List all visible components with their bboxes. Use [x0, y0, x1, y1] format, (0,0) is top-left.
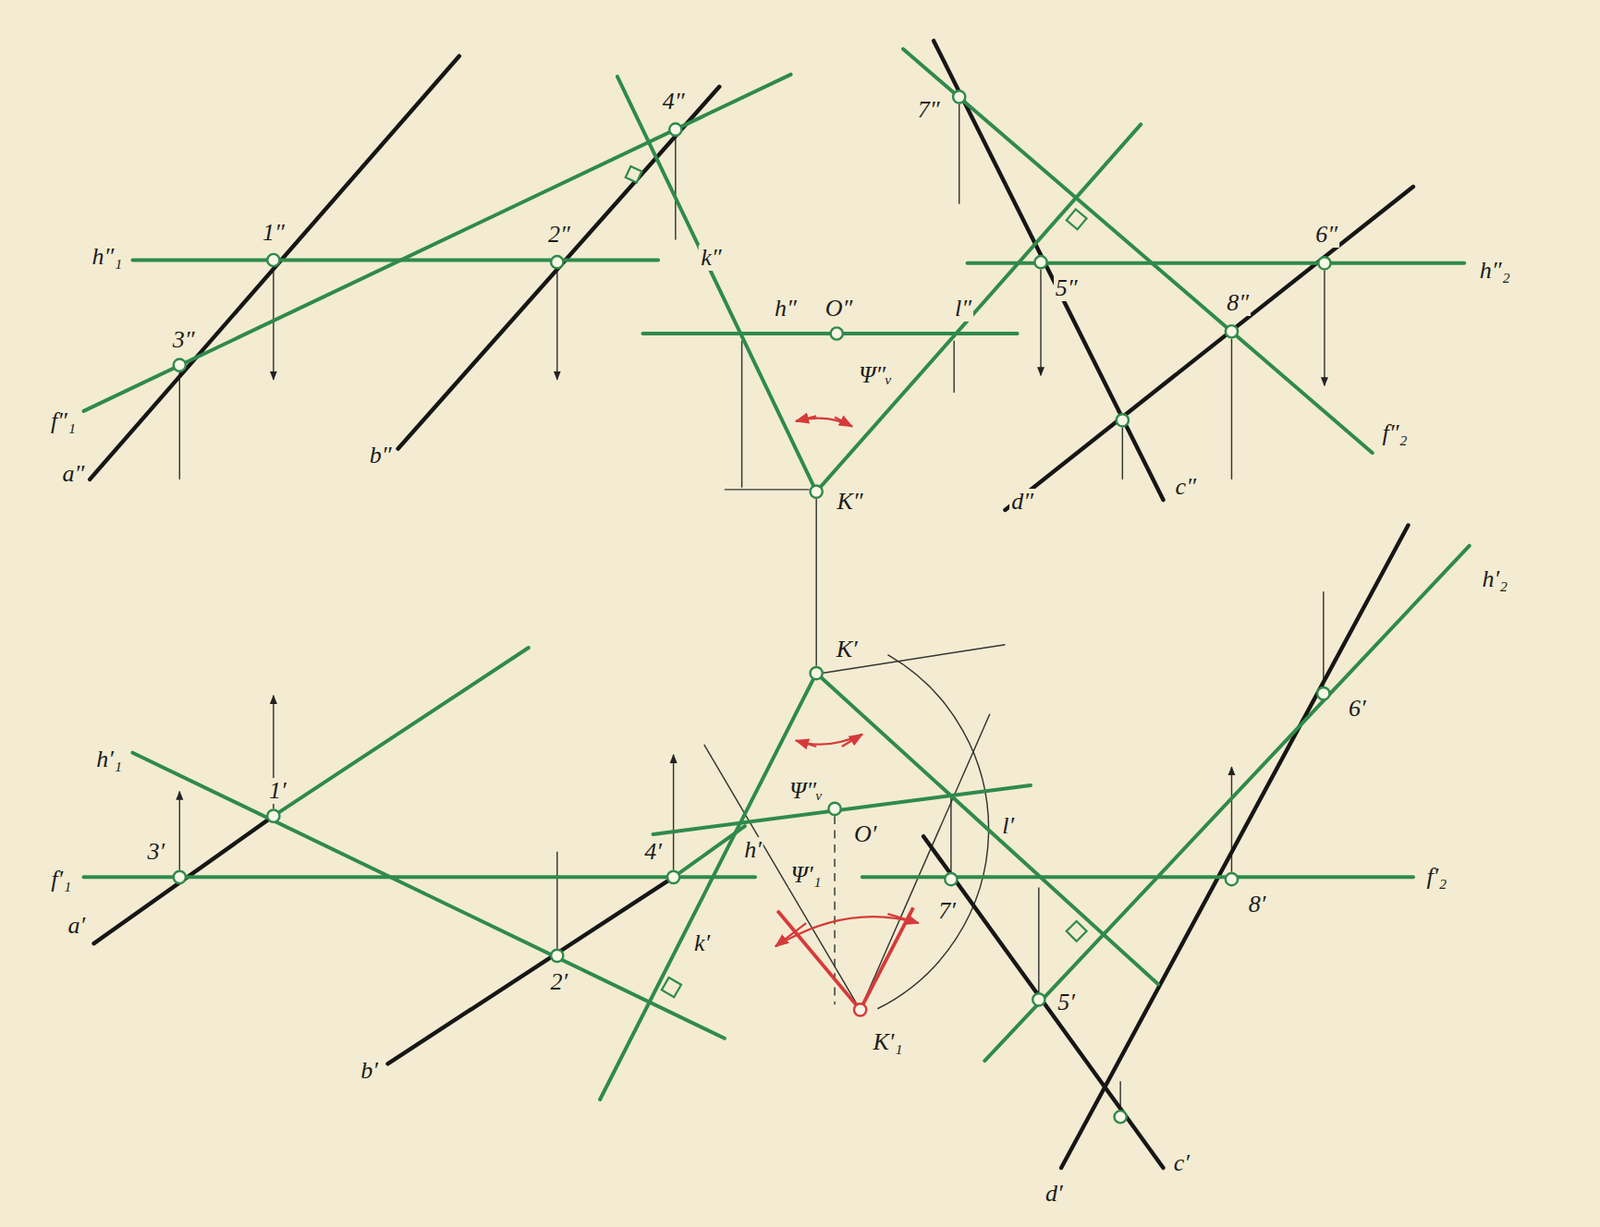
point-label: d″ [1009, 488, 1036, 515]
point-label: 1′ [267, 778, 289, 805]
point-label: h″₁ [89, 244, 124, 270]
point-label: f″₂ [1380, 420, 1410, 447]
point-label: 3″ [170, 327, 197, 354]
point-label: a″ [61, 461, 87, 488]
point-label: f′₂ [1424, 864, 1449, 891]
point-label: 1″ [260, 219, 287, 246]
point-label: f′₁ [48, 867, 74, 893]
point-label: h″ [772, 295, 799, 322]
point-label: l′ [1000, 813, 1016, 840]
point-label: h″₂ [1477, 257, 1513, 284]
point-label: 6″ [1313, 221, 1340, 248]
point-label: 4′ [642, 839, 664, 866]
point-label: 4″ [660, 88, 687, 115]
point-label: 6′ [1346, 696, 1368, 722]
point-label: h′ [742, 837, 764, 864]
point-label: k′ [692, 930, 712, 957]
point-label: 2″ [546, 221, 573, 248]
point-label: Ψ′₁ [789, 862, 824, 889]
point-label: h′₂ [1479, 566, 1510, 593]
point-label: 7″ [916, 97, 942, 123]
point-label: O″ [823, 295, 855, 322]
point-label: k″ [698, 244, 723, 271]
point-label: K′₁ [870, 1029, 904, 1056]
point-label: 5′ [1055, 989, 1077, 1016]
point-label: f″₁ [48, 408, 78, 435]
point-label: K″ [835, 488, 866, 515]
point-label: 3′ [146, 839, 168, 866]
point-label: Ψ″ᵥ [787, 778, 825, 805]
point-label: 7′ [936, 898, 958, 925]
point-label: l″ [952, 295, 974, 322]
point-label: 8″ [1224, 290, 1251, 317]
point-label: h′₁ [94, 746, 124, 773]
point-label: K′ [834, 636, 860, 663]
point-label: 2′ [549, 969, 571, 996]
point-label: c′ [1172, 1150, 1192, 1177]
point-label: Ψ″ᵥ [856, 362, 894, 389]
point-label: b″ [367, 442, 394, 469]
point-label: a′ [65, 913, 87, 940]
point-label: 5″ [1053, 275, 1080, 302]
point-label: 8′ [1246, 891, 1269, 918]
point-label: b′ [358, 1058, 380, 1085]
point-label: c″ [1173, 474, 1198, 501]
point-label: O′ [852, 821, 879, 848]
point-label: d′ [1043, 1181, 1065, 1208]
